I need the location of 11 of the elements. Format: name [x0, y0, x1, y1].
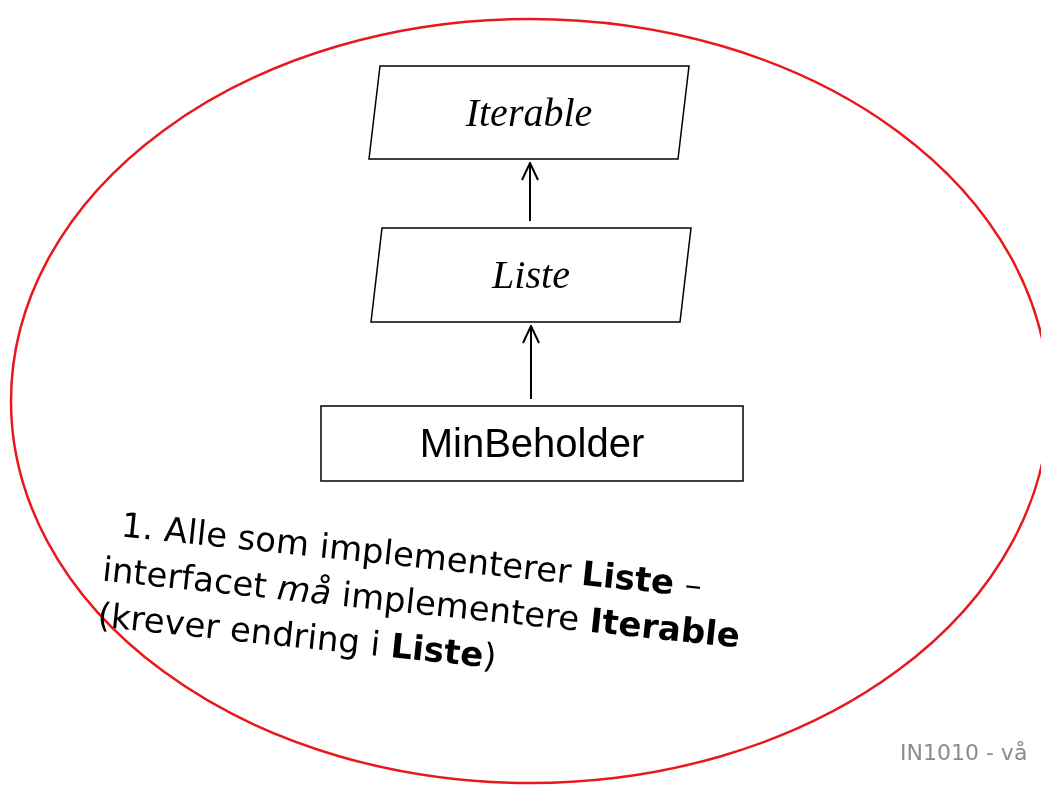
oval-outline	[10, 18, 1041, 784]
note-text: 1. Alle som implementerer Liste – interfacet må implementere Iterable (krever endring i Liste)	[95, 503, 743, 679]
footer-text: IN1010 - vå	[900, 740, 1028, 765]
class-name: MinBeholder	[418, 420, 646, 467]
class-box	[320, 405, 744, 482]
arrow	[521, 162, 539, 222]
interface-name: Iterable	[464, 89, 594, 137]
interface-box	[368, 65, 690, 160]
interface-name: Liste	[490, 251, 571, 299]
arrow	[522, 325, 540, 400]
interface-box	[370, 227, 692, 323]
